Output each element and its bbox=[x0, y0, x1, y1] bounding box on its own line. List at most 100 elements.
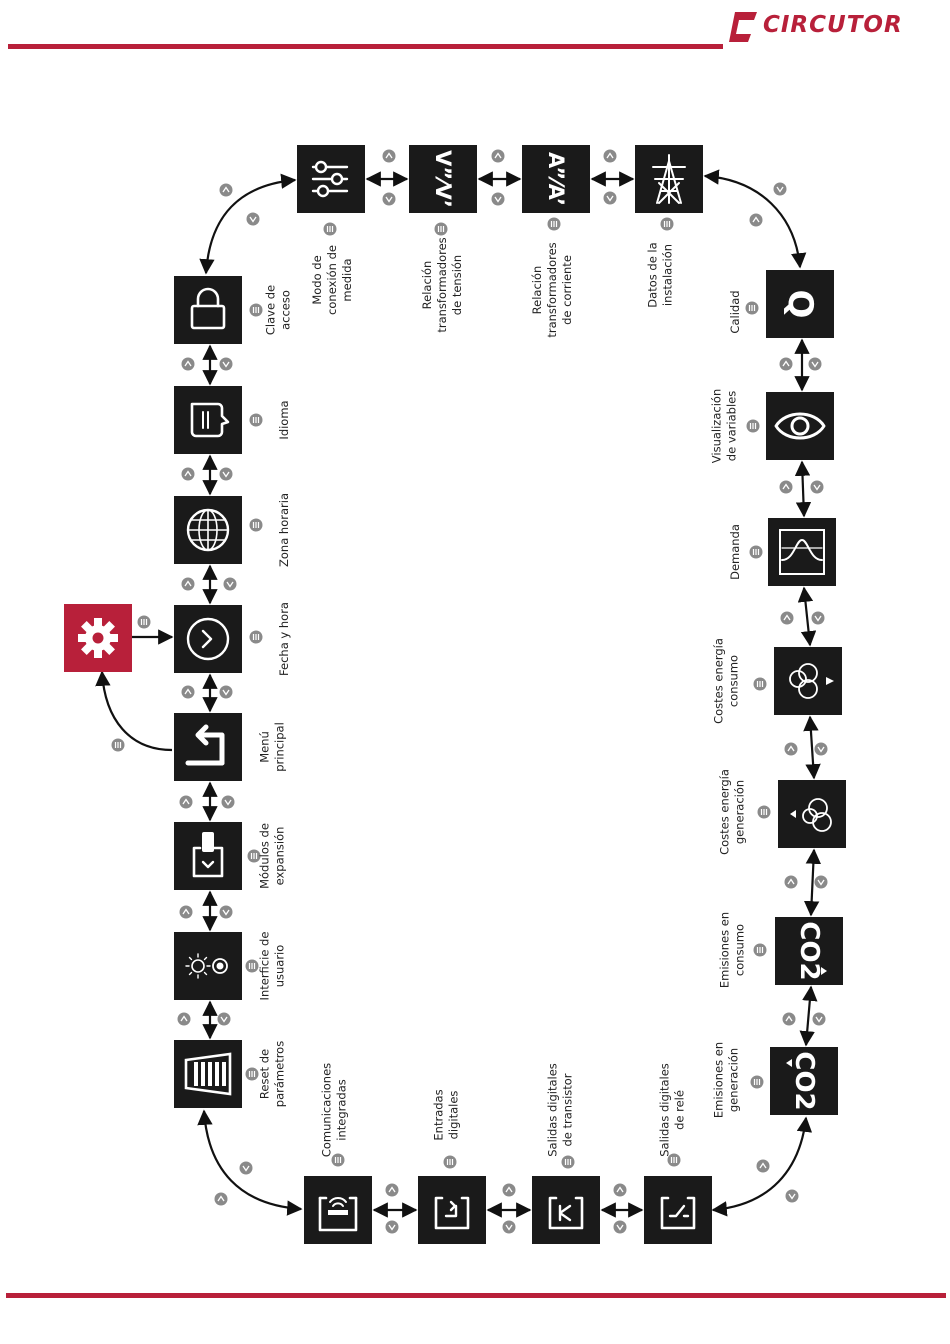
down-button[interactable] bbox=[603, 191, 617, 205]
up-button[interactable] bbox=[181, 577, 195, 591]
up-button[interactable] bbox=[749, 213, 763, 227]
node-reset[interactable] bbox=[174, 1040, 242, 1108]
node-visual[interactable] bbox=[766, 392, 834, 460]
up-button[interactable] bbox=[179, 795, 193, 809]
down-button[interactable] bbox=[217, 1012, 231, 1026]
up-button[interactable] bbox=[382, 149, 396, 163]
down-button[interactable] bbox=[221, 795, 235, 809]
ok-button[interactable] bbox=[753, 677, 767, 691]
node-comunic[interactable] bbox=[304, 1176, 372, 1244]
node-relcorriente[interactable]: A”⁄A’ bbox=[522, 145, 590, 213]
down-button[interactable] bbox=[814, 742, 828, 756]
ok-button[interactable] bbox=[750, 1075, 764, 1089]
node-clave[interactable] bbox=[174, 276, 242, 344]
down-button[interactable] bbox=[382, 192, 396, 206]
down-button[interactable] bbox=[219, 905, 233, 919]
node-modo[interactable] bbox=[297, 145, 365, 213]
node-calidad[interactable]: Q bbox=[766, 270, 834, 338]
up-button[interactable] bbox=[779, 480, 793, 494]
up-button[interactable] bbox=[214, 1192, 228, 1206]
ok-button[interactable] bbox=[757, 805, 771, 819]
down-button[interactable] bbox=[808, 357, 822, 371]
ok-button[interactable] bbox=[249, 630, 263, 644]
up-button[interactable] bbox=[181, 685, 195, 699]
down-button[interactable] bbox=[811, 611, 825, 625]
clave-box bbox=[174, 276, 242, 344]
down-button[interactable] bbox=[219, 685, 233, 699]
up-button[interactable] bbox=[782, 1012, 796, 1026]
brand-logo: CIRCUTOR bbox=[727, 10, 907, 44]
up-button[interactable] bbox=[181, 357, 195, 371]
down-button[interactable] bbox=[773, 182, 787, 196]
reset-bars-icon bbox=[184, 1052, 232, 1096]
down-button[interactable] bbox=[502, 1220, 516, 1234]
comunic-label: Comunicacionesintegradas bbox=[320, 1063, 349, 1157]
up-button[interactable] bbox=[491, 149, 505, 163]
down-button[interactable] bbox=[810, 480, 824, 494]
ok-button[interactable] bbox=[547, 217, 561, 231]
ok-button[interactable] bbox=[111, 738, 125, 752]
node-interficie[interactable] bbox=[174, 932, 242, 1000]
down-button[interactable] bbox=[613, 1220, 627, 1234]
up-button[interactable] bbox=[181, 467, 195, 481]
ok-button[interactable] bbox=[561, 1155, 575, 1169]
node-salrele[interactable] bbox=[644, 1176, 712, 1244]
brand-name: CIRCUTOR bbox=[763, 12, 903, 38]
node-datos[interactable] bbox=[635, 145, 703, 213]
ok-button[interactable] bbox=[249, 303, 263, 317]
node-menu[interactable] bbox=[174, 713, 242, 781]
node-emigen[interactable]: CO2 bbox=[770, 1047, 838, 1115]
node-costesgen[interactable] bbox=[778, 780, 846, 848]
up-button[interactable] bbox=[784, 742, 798, 756]
up-button[interactable] bbox=[603, 149, 617, 163]
expansion-module-icon bbox=[192, 832, 224, 878]
ok-button[interactable] bbox=[753, 943, 767, 957]
up-button[interactable] bbox=[219, 183, 233, 197]
node-idioma[interactable] bbox=[174, 386, 242, 454]
down-button[interactable] bbox=[239, 1161, 253, 1175]
flow-arrow bbox=[799, 985, 818, 1047]
up-button[interactable] bbox=[613, 1183, 627, 1197]
up-button[interactable] bbox=[385, 1183, 399, 1197]
node-saltrans[interactable] bbox=[532, 1176, 600, 1244]
up-button[interactable] bbox=[784, 875, 798, 889]
down-button[interactable] bbox=[219, 467, 233, 481]
ok-button[interactable] bbox=[749, 545, 763, 559]
down-button[interactable] bbox=[223, 577, 237, 591]
ok-button[interactable] bbox=[660, 217, 674, 231]
ok-button[interactable] bbox=[443, 1155, 457, 1169]
ok-button[interactable] bbox=[323, 222, 337, 236]
node-costescons[interactable] bbox=[774, 647, 842, 715]
down-button[interactable] bbox=[491, 192, 505, 206]
node-modulos[interactable] bbox=[174, 822, 242, 890]
down-button[interactable] bbox=[785, 1189, 799, 1203]
up-button[interactable] bbox=[179, 905, 193, 919]
node-entradas[interactable] bbox=[418, 1176, 486, 1244]
down-button[interactable] bbox=[219, 357, 233, 371]
node-emicons[interactable]: CO2 bbox=[775, 917, 843, 985]
ok-button[interactable] bbox=[746, 419, 760, 433]
ok-button[interactable] bbox=[249, 413, 263, 427]
down-button[interactable] bbox=[814, 875, 828, 889]
ok-button[interactable] bbox=[745, 301, 759, 315]
up-button[interactable] bbox=[780, 611, 794, 625]
node-reltension[interactable]: V”⁄V’ bbox=[409, 145, 477, 213]
up-button[interactable] bbox=[756, 1159, 770, 1173]
node-fecha[interactable] bbox=[174, 605, 242, 673]
ok-button[interactable] bbox=[249, 518, 263, 532]
node-demanda[interactable] bbox=[768, 518, 836, 586]
down-button[interactable] bbox=[385, 1220, 399, 1234]
down-button[interactable] bbox=[246, 212, 260, 226]
current-ratio-icon: A”⁄A’ bbox=[544, 152, 568, 206]
node-zona[interactable] bbox=[174, 496, 242, 564]
reltension-box bbox=[409, 145, 477, 213]
ok-button[interactable] bbox=[137, 615, 151, 629]
up-button[interactable] bbox=[779, 357, 793, 371]
down-button[interactable] bbox=[812, 1012, 826, 1026]
ok-button[interactable] bbox=[434, 222, 448, 236]
relay-output-icon bbox=[660, 1196, 696, 1230]
up-button[interactable] bbox=[502, 1183, 516, 1197]
relcorriente-label: Relacióntransformadoresde corriente bbox=[530, 242, 574, 337]
up-button[interactable] bbox=[177, 1012, 191, 1026]
node-config[interactable] bbox=[64, 604, 132, 672]
